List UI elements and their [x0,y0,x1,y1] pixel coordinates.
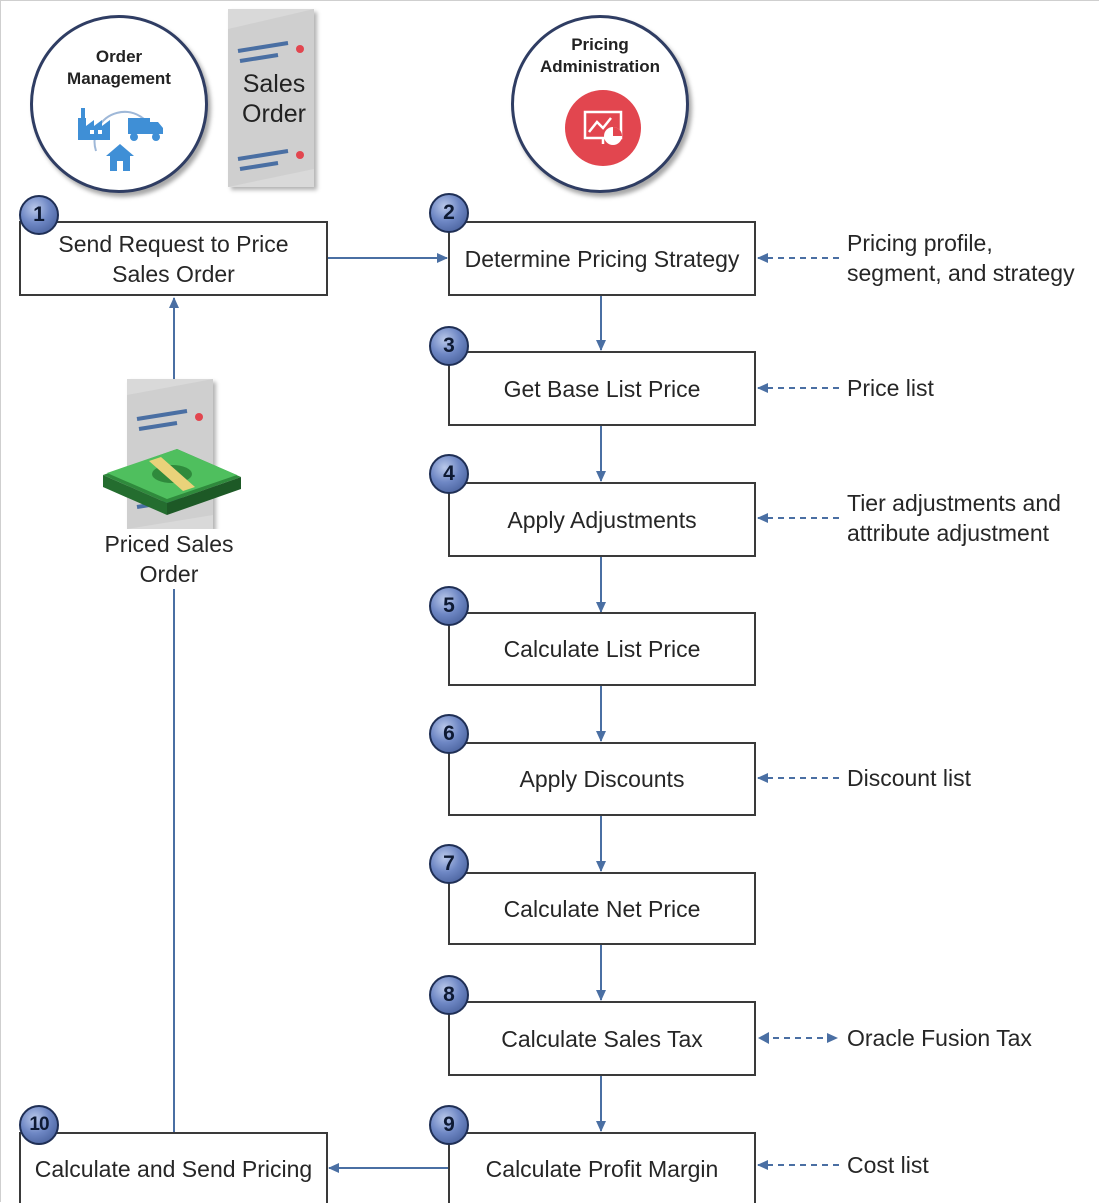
step-9-box: Calculate Profit Margin [448,1132,756,1203]
step-6-badge: 6 [429,714,469,754]
step-8-box: Calculate Sales Tax [448,1001,756,1076]
step-6-box: Apply Discounts [448,742,756,816]
money-stack-icon: $ [103,449,241,515]
step-1-badge: 1 [19,195,59,235]
pricing-administration-title: Pricing Administration [540,35,660,76]
step-5-badge: 5 [429,586,469,626]
step-7-box: Calculate Net Price [448,872,756,945]
order-management-title: Order Management [67,47,171,88]
step-2-box: Determine Pricing Strategy [448,221,756,296]
input-price-list: Price list [847,375,934,401]
sales-order-label: Sales Order [242,70,306,128]
input-tax: Oracle Fusion Tax [847,1025,1032,1051]
step-7-badge: 7 [429,844,469,884]
sales-order-document: Sales Order [228,9,314,187]
pricing-administration-circle: Pricing Administration [511,15,689,193]
order-management-circle: Order Management [30,15,208,193]
pricing-icon [565,90,641,166]
step-5-box: Calculate List Price [448,612,756,686]
input-strategy: Pricing profile, segment, and strategy [847,230,1075,286]
step-10-box: Calculate and Send Pricing [19,1132,328,1203]
step-3-badge: 3 [429,326,469,366]
step-9-badge: 9 [429,1105,469,1145]
priced-sales-order-label: Priced Sales Order [93,529,245,589]
step-10-badge: 10 [19,1105,59,1145]
step-2-badge: 2 [429,193,469,233]
step-3-box: Get Base List Price [448,351,756,426]
input-cost-list: Cost list [847,1152,929,1178]
step-1-box: Send Request to Price Sales Order [19,221,328,296]
document-lines-icon [228,9,314,187]
step-8-badge: 8 [429,975,469,1015]
input-discount-list: Discount list [847,765,971,791]
order-management-icon [78,108,163,171]
input-adjustments: Tier adjustments and attribute adjustmen… [847,490,1061,546]
step-4-badge: 4 [429,454,469,494]
input-connector-tax-back [758,1032,769,1044]
step-4-box: Apply Adjustments [448,482,756,557]
